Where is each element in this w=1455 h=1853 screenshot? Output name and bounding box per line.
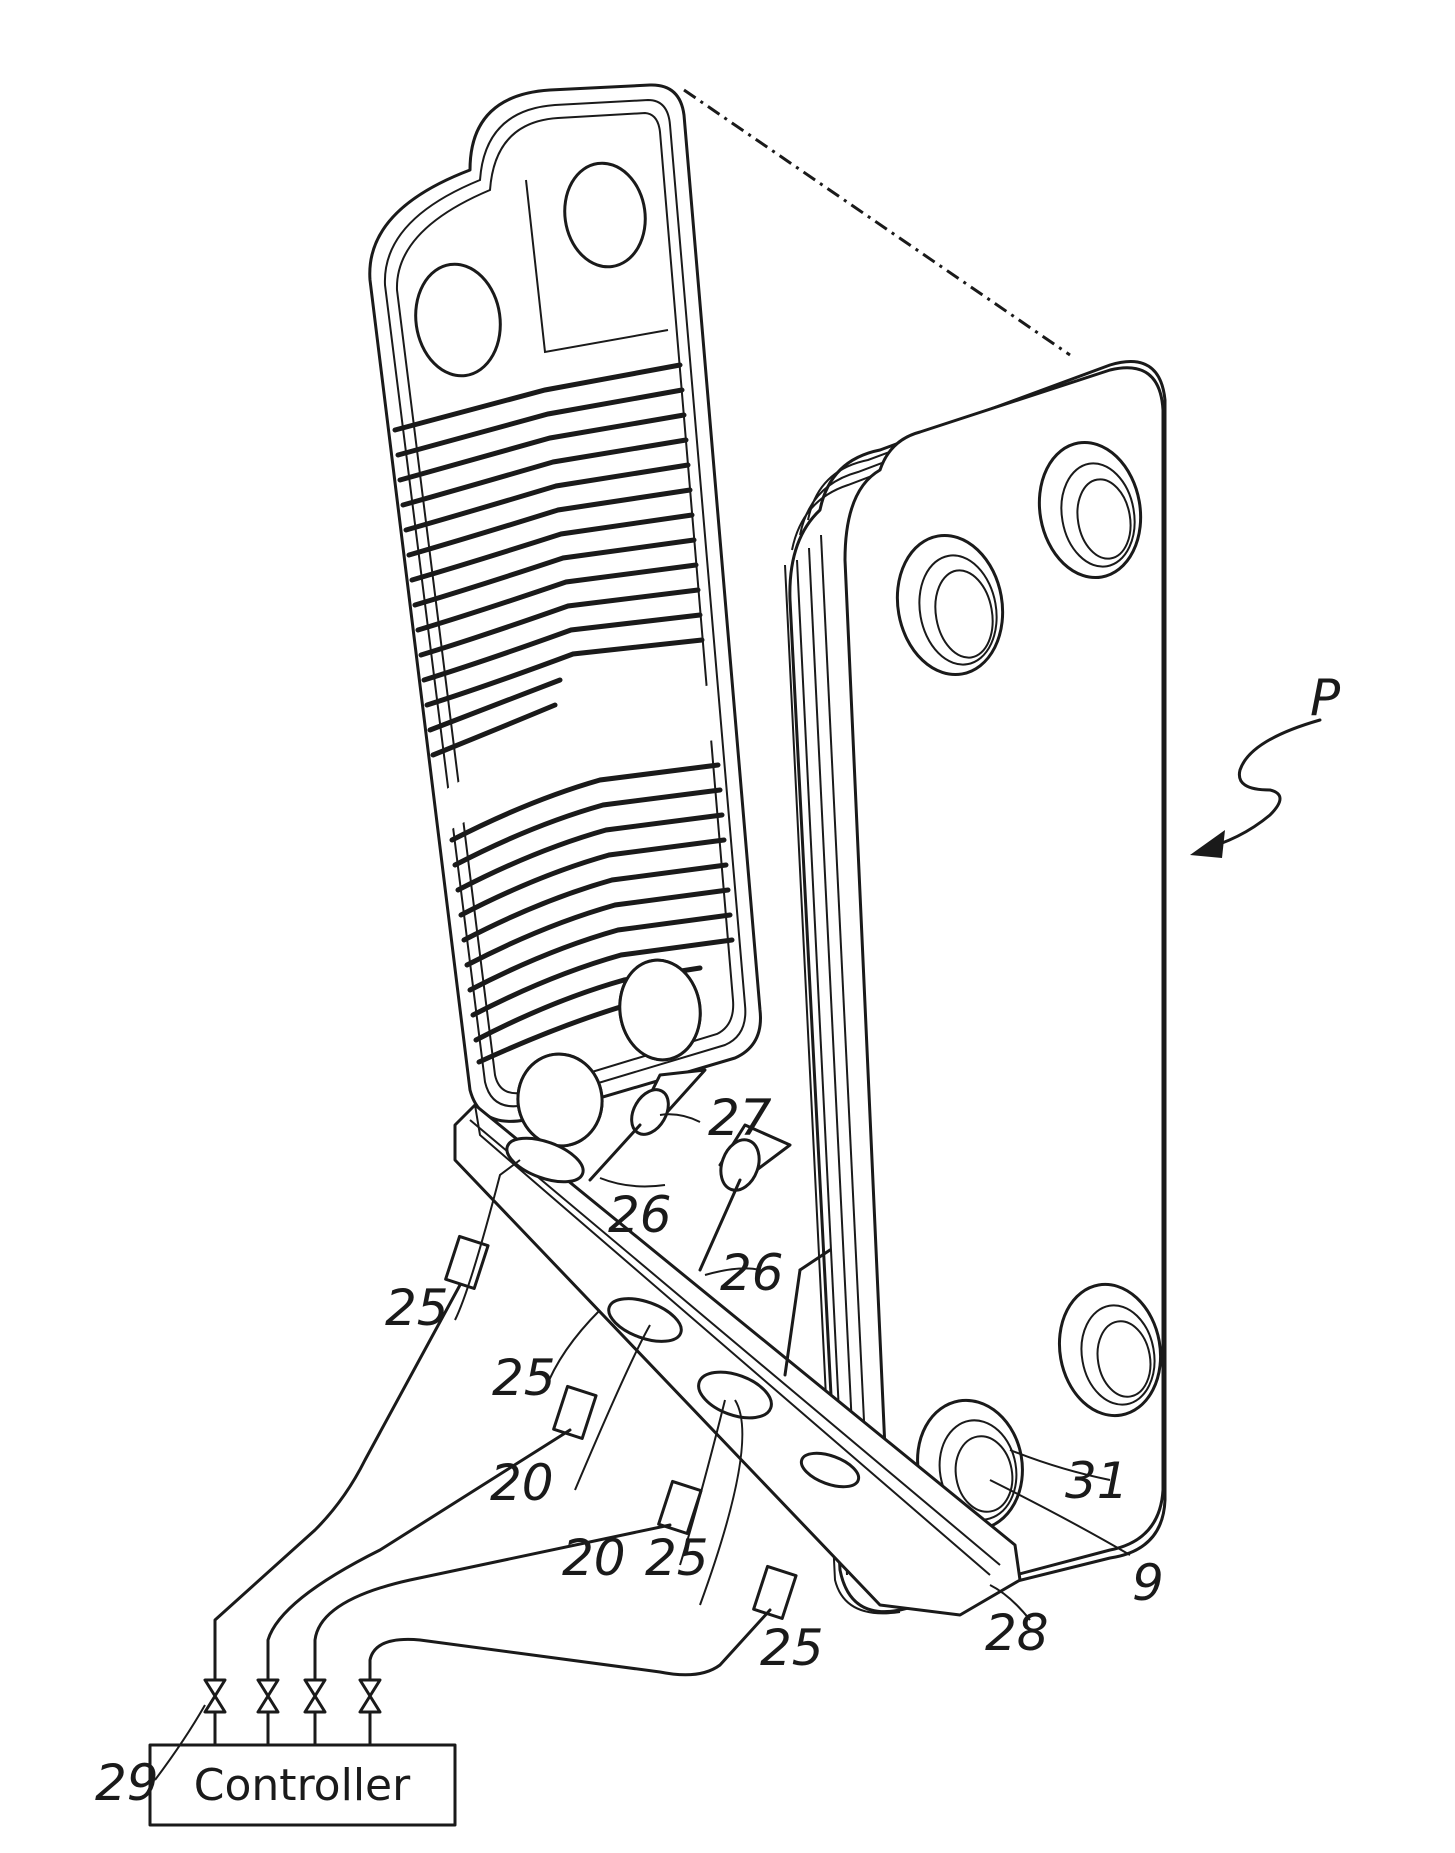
label-25-a: 25	[385, 1279, 449, 1337]
controller-box: Controller	[150, 1745, 455, 1825]
label-25-b: 25	[492, 1349, 556, 1407]
label-28: 28	[985, 1604, 1049, 1662]
label-p: P	[1310, 669, 1341, 727]
explode-line	[684, 90, 1070, 355]
label-20-a: 20	[490, 1454, 554, 1512]
valve-4	[360, 1680, 380, 1745]
label-25-c: 25	[645, 1529, 709, 1587]
p-indicator	[1190, 720, 1320, 858]
valve-group	[205, 1680, 380, 1745]
valve-1	[205, 1680, 225, 1745]
controller-label: Controller	[194, 1760, 411, 1811]
label-26-upper: 26	[608, 1186, 672, 1244]
label-27: 27	[708, 1089, 772, 1147]
exploded-plate	[370, 85, 761, 1151]
label-31: 31	[1065, 1452, 1129, 1510]
label-9: 9	[1132, 1554, 1164, 1612]
valve-2	[258, 1680, 278, 1745]
valve-3	[305, 1680, 325, 1745]
label-29: 29	[95, 1754, 159, 1812]
label-25-d: 25	[760, 1619, 824, 1677]
label-26-lower: 26	[720, 1244, 784, 1302]
label-20-b: 20	[562, 1529, 626, 1587]
